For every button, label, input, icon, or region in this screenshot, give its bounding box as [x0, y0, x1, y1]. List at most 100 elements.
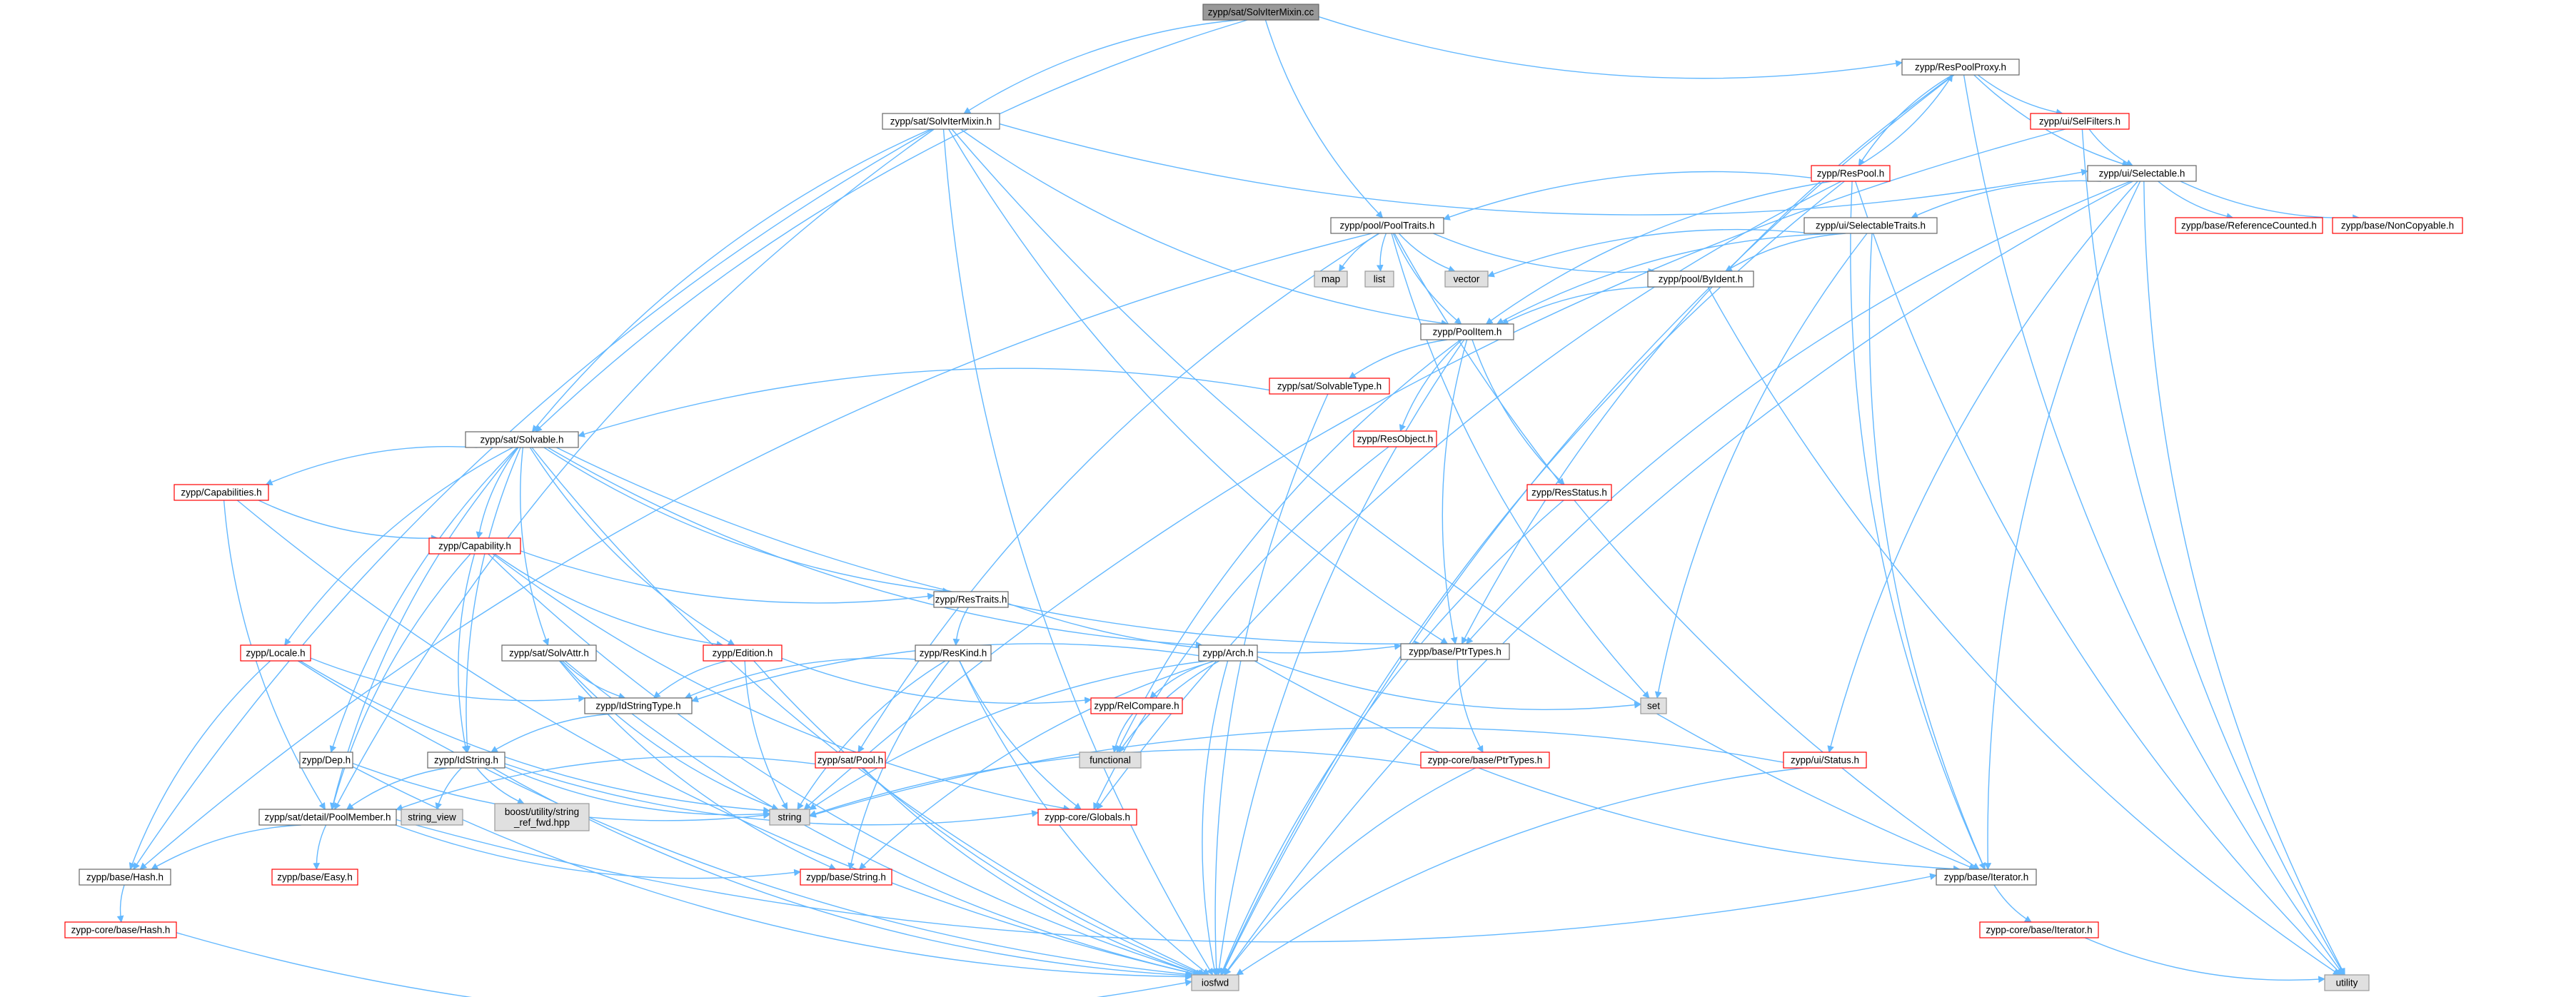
- edge-ptrtypes-to-coreptrtypes: [1456, 659, 1484, 753]
- node-satpool[interactable]: zypp/sat/Pool.h: [815, 751, 886, 769]
- node-box-solvable: [465, 431, 579, 448]
- edge-selectable-to-ptrtypes: [1466, 181, 2131, 644]
- edge-solvable-to-dep: [329, 447, 518, 753]
- node-arch[interactable]: zypp/Arch.h: [1198, 644, 1258, 662]
- edge-poolmember-to-hash: [151, 824, 301, 870]
- node-resstatus[interactable]: zypp/ResStatus.h: [1526, 484, 1612, 501]
- node-label-functional: functional: [1090, 755, 1131, 766]
- edge-root-to-respoolproxy: [1318, 16, 1903, 79]
- node-solvattr[interactable]: zypp/sat/SolvAttr.h: [501, 644, 597, 662]
- node-label-poolitem: zypp/PoolItem.h: [1433, 327, 1502, 338]
- edge-poolitem-to-iosfwd: [1215, 339, 1465, 976]
- node-idstringtype[interactable]: zypp/IdStringType.h: [584, 697, 693, 714]
- node-solvable[interactable]: zypp/sat/Solvable.h: [465, 431, 579, 448]
- node-refcounted[interactable]: zypp/base/ReferenceCounted.h: [2175, 217, 2323, 234]
- edge-resstatus-to-iosfwd: [1219, 500, 1564, 976]
- edge-idstring-to-string_view: [435, 767, 462, 810]
- node-label-satpool: zypp/sat/Pool.h: [817, 755, 883, 766]
- node-solvitermixin[interactable]: zypp/sat/SolvIterMixin.h: [882, 113, 1000, 130]
- node-idstring[interactable]: zypp/IdString.h: [427, 751, 505, 769]
- node-label-ptrtypes: zypp/base/PtrTypes.h: [1409, 647, 1501, 657]
- node-root[interactable]: zypp/sat/SolvIterMixin.cc: [1202, 4, 1319, 21]
- node-box-solvattr: [501, 644, 597, 662]
- nodes: zypp/sat/SolvIterMixin.cc zypp/ResPoolPro…: [64, 4, 2463, 991]
- node-label-reskind: zypp/ResKind.h: [920, 648, 987, 659]
- node-iterator[interactable]: zypp/base/Iterator.h: [1936, 869, 2037, 886]
- node-coreiterator[interactable]: zypp-core/base/Iterator.h: [1979, 921, 2099, 938]
- node-box-relcompare: [1090, 697, 1183, 714]
- node-box-list: [1364, 270, 1394, 288]
- node-capabilities[interactable]: zypp/Capabilities.h: [173, 484, 269, 501]
- edge-capabilities-to-capability: [258, 500, 438, 542]
- edge-respool-to-utility: [1855, 181, 2343, 976]
- node-label-idstringtype: zypp/IdStringType.h: [595, 701, 680, 712]
- node-label-edition: zypp/Edition.h: [713, 648, 773, 659]
- node-corehash[interactable]: zypp-core/base/Hash.h: [64, 921, 177, 938]
- node-relcompare[interactable]: zypp/RelCompare.h: [1090, 697, 1183, 714]
- edge-coreptrtypes-to-iosfwd: [1224, 767, 1476, 976]
- node-box-selectabletraits: [1803, 217, 1938, 234]
- node-locale[interactable]: zypp/Locale.h: [240, 644, 311, 662]
- node-noncopyable[interactable]: zypp/base/NonCopyable.h: [2332, 217, 2463, 234]
- node-selectable[interactable]: zypp/ui/Selectable.h: [2087, 165, 2197, 182]
- node-respool[interactable]: zypp/ResPool.h: [1811, 165, 1891, 182]
- node-uistatus[interactable]: zypp/ui/Status.h: [1783, 751, 1867, 769]
- node-box-noncopyable: [2332, 217, 2463, 234]
- node-selectabletraits[interactable]: zypp/ui/SelectableTraits.h: [1803, 217, 1938, 234]
- node-hash[interactable]: zypp/base/Hash.h: [79, 869, 171, 886]
- edge-capability-to-poolmember: [330, 553, 471, 810]
- node-selfilters[interactable]: zypp/ui/SelFilters.h: [2030, 113, 2130, 130]
- edge-pooltraits-to-vector: [1398, 233, 1456, 273]
- node-poolmember[interactable]: zypp/sat/detail/PoolMember.h: [258, 809, 397, 826]
- node-label-set: set: [1647, 701, 1660, 712]
- node-easy[interactable]: zypp/base/Easy.h: [271, 869, 358, 886]
- node-label-utility: utility: [2336, 978, 2358, 988]
- node-solvabletype[interactable]: zypp/sat/SolvableType.h: [1269, 378, 1390, 395]
- node-poolitem[interactable]: zypp/PoolItem.h: [1420, 323, 1514, 340]
- node-respoolproxy[interactable]: zypp/ResPoolProxy.h: [1901, 59, 2020, 76]
- edge-restraits-to-reskind: [952, 607, 969, 646]
- node-ptrtypes[interactable]: zypp/base/PtrTypes.h: [1400, 643, 1510, 660]
- edge-respoolproxy-to-selfilters: [1977, 74, 2063, 116]
- node-box-globals: [1037, 809, 1137, 826]
- edge-poolbyident-to-utility: [1707, 286, 2340, 976]
- node-reskind[interactable]: zypp/ResKind.h: [915, 644, 992, 662]
- node-label-iosfwd: iosfwd: [1202, 978, 1229, 988]
- edge-reskind-to-iosfwd: [959, 660, 1210, 976]
- edge-idstring-to-globals: [504, 763, 1039, 826]
- node-label-resstatus: zypp/ResStatus.h: [1531, 487, 1607, 498]
- edge-respool-to-globals: [1096, 181, 1842, 810]
- node-box-reskind: [915, 644, 992, 662]
- node-functional: functional: [1079, 751, 1142, 769]
- edge-selectabletraits-to-vector: [1487, 228, 1812, 278]
- node-poolbyident[interactable]: zypp/pool/ByIdent.h: [1647, 270, 1754, 288]
- node-box-refcounted: [2175, 217, 2323, 234]
- node-pooltraits[interactable]: zypp/pool/PoolTraits.h: [1330, 217, 1444, 234]
- node-resobject[interactable]: zypp/ResObject.h: [1353, 430, 1437, 447]
- edge-uistatus-to-iosfwd: [1236, 767, 1803, 976]
- node-box-coreptrtypes: [1420, 751, 1550, 769]
- edge-pooltraits-to-satpool: [857, 233, 1380, 753]
- node-coreptrtypes[interactable]: zypp-core/base/PtrTypes.h: [1420, 751, 1550, 769]
- edge-poolitem-to-solvabletype: [1349, 339, 1448, 379]
- node-globals[interactable]: zypp-core/Globals.h: [1037, 809, 1137, 826]
- edge-respoolproxy-to-ptrtypes: [1461, 74, 1954, 644]
- node-box-easy: [271, 869, 358, 886]
- node-box-respool: [1811, 165, 1891, 182]
- edge-reskind-to-string: [797, 660, 946, 810]
- node-capability[interactable]: zypp/Capability.h: [428, 537, 521, 555]
- edge-solvitermixin-to-selectable: [999, 123, 2088, 216]
- node-basestring[interactable]: zypp/base/String.h: [800, 869, 892, 886]
- edge-capability-to-globals: [492, 553, 1071, 812]
- node-label-vector: vector: [1454, 274, 1480, 285]
- node-restraits[interactable]: zypp/ResTraits.h: [933, 591, 1009, 608]
- edge-respoolproxy-to-respool: [1858, 74, 1953, 166]
- edge-respoolproxy-to-utility: [1963, 74, 2344, 976]
- node-box-dep: [299, 751, 353, 769]
- node-label-idstring: zypp/IdString.h: [434, 755, 498, 766]
- node-edition[interactable]: zypp/Edition.h: [703, 644, 783, 662]
- node-label-selfilters: zypp/ui/SelFilters.h: [2039, 116, 2120, 127]
- node-dep[interactable]: zypp/Dep.h: [299, 751, 353, 769]
- node-box-utility: [2324, 974, 2370, 991]
